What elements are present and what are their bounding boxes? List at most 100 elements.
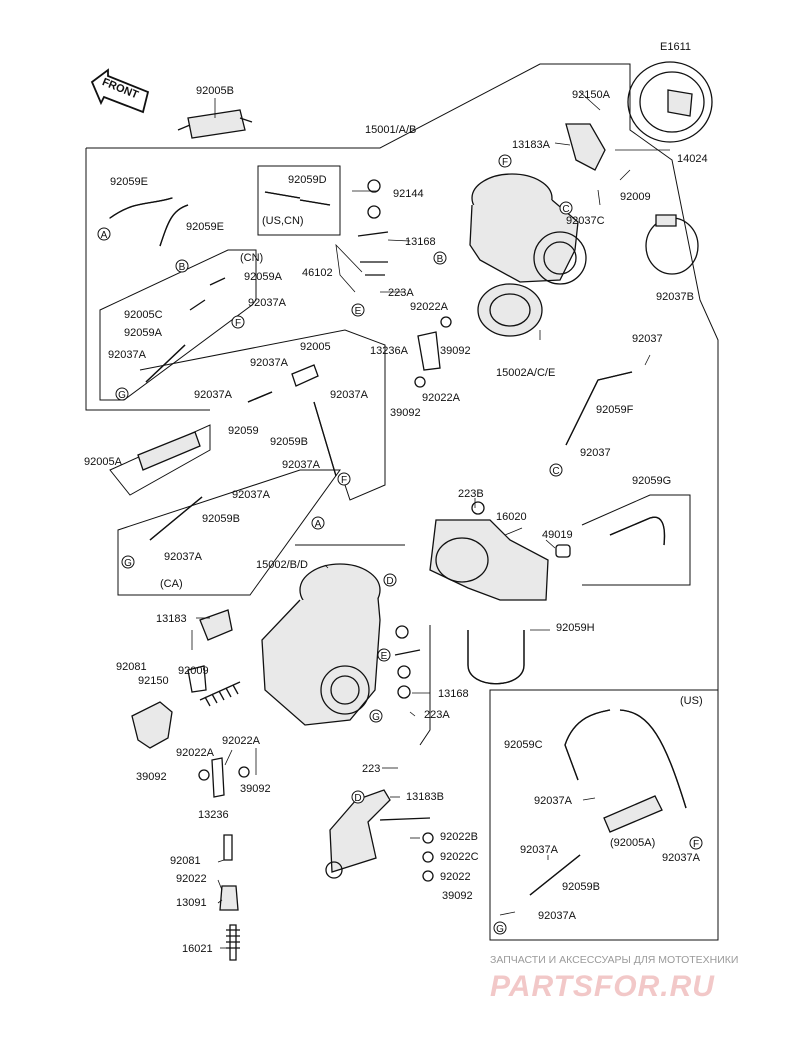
part-label: 92005A bbox=[84, 456, 123, 468]
part-label: 15002/B/D bbox=[256, 559, 308, 571]
callout-circle: A bbox=[311, 516, 325, 530]
part-label: 223 bbox=[362, 763, 380, 775]
part-label: (US) bbox=[680, 695, 703, 707]
part-label: 92037A bbox=[520, 844, 559, 856]
part-label: 92022A bbox=[422, 392, 461, 404]
part-label: 92059B bbox=[202, 513, 240, 525]
callout-circle: F bbox=[337, 472, 351, 486]
part-label: (92005A) bbox=[610, 837, 655, 849]
part-label: 13236 bbox=[198, 809, 229, 821]
part-label: 92005B bbox=[196, 85, 234, 97]
part-label: 92150A bbox=[572, 89, 611, 101]
part-label: 92022 bbox=[176, 873, 207, 885]
part-label: 39092 bbox=[136, 771, 167, 783]
svg-text:F: F bbox=[341, 475, 347, 486]
part-illustrations bbox=[109, 61, 713, 961]
part-label: 92022C bbox=[440, 851, 479, 863]
part-label: 92059B bbox=[562, 881, 600, 893]
svg-text:F: F bbox=[235, 318, 241, 329]
svg-text:A: A bbox=[315, 519, 322, 530]
part-label: 223A bbox=[388, 287, 414, 299]
part-label: 92022B bbox=[440, 831, 478, 843]
part-label: 13183B bbox=[406, 791, 444, 803]
part-label: 92059A bbox=[244, 271, 283, 283]
part-label: 92005C bbox=[124, 309, 163, 321]
callout-circle: G bbox=[493, 921, 507, 935]
svg-text:E: E bbox=[381, 651, 388, 662]
callout-circle: A bbox=[97, 227, 111, 241]
part-label: 92081 bbox=[170, 855, 201, 867]
svg-text:G: G bbox=[372, 712, 380, 723]
part-label: 92037A bbox=[108, 349, 147, 361]
part-label: 39092 bbox=[440, 345, 471, 357]
part-label: 13091 bbox=[176, 897, 207, 909]
front-arrow-icon: FRONT bbox=[90, 68, 150, 114]
svg-text:F: F bbox=[693, 839, 699, 850]
svg-text:F: F bbox=[502, 157, 508, 168]
part-label: 92005 bbox=[300, 341, 331, 353]
part-label: 92022 bbox=[440, 871, 471, 883]
svg-text:G: G bbox=[496, 924, 504, 935]
group-frames bbox=[85, 63, 719, 941]
part-label: 39092 bbox=[442, 890, 473, 902]
part-label: 92037A bbox=[538, 910, 577, 922]
part-label: 223B bbox=[458, 488, 484, 500]
callout-circle: D bbox=[351, 790, 365, 804]
callout-circle: B bbox=[433, 251, 447, 265]
part-label: 92059H bbox=[556, 622, 595, 634]
svg-text:C: C bbox=[562, 204, 569, 215]
part-label: 13183A bbox=[512, 139, 551, 151]
svg-text:A: A bbox=[101, 230, 108, 241]
part-label: 92059D bbox=[288, 174, 327, 186]
part-label: 92022A bbox=[410, 301, 449, 313]
callout-circle: E bbox=[351, 303, 365, 317]
svg-text:G: G bbox=[118, 390, 126, 401]
part-label: 15002A/C/E bbox=[496, 367, 555, 379]
part-label: 92059C bbox=[504, 739, 543, 751]
part-label: (CA) bbox=[160, 578, 183, 590]
part-label: 92150 bbox=[138, 675, 169, 687]
part-label: 15001/A/B bbox=[365, 124, 416, 136]
callout-circles: A B F C B E F G C F G A D E G D F G bbox=[97, 154, 703, 935]
svg-text:C: C bbox=[552, 466, 559, 477]
part-label: 92037B bbox=[656, 291, 694, 303]
part-label: 92037A bbox=[662, 852, 701, 864]
callout-circle: B bbox=[175, 259, 189, 273]
watermark-caption: ЗАПЧАСТИ И АКСЕССУАРЫ ДЛЯ МОТОТЕХНИКИ bbox=[490, 954, 738, 966]
part-label: 39092 bbox=[240, 783, 271, 795]
callout-circle: G bbox=[121, 555, 135, 569]
part-label: 92037A bbox=[232, 489, 271, 501]
part-label: 92081 bbox=[116, 661, 147, 673]
callout-circle: F bbox=[689, 836, 703, 850]
part-label: 92037A bbox=[330, 389, 369, 401]
callout-circle: C bbox=[559, 201, 573, 215]
part-label: 92037A bbox=[534, 795, 573, 807]
part-label: 223A bbox=[424, 709, 450, 721]
svg-text:D: D bbox=[386, 576, 393, 587]
svg-text:E: E bbox=[355, 306, 362, 317]
part-label: 39092 bbox=[390, 407, 421, 419]
part-label: 92059 bbox=[228, 425, 259, 437]
part-label: 13183 bbox=[156, 613, 187, 625]
svg-text:B: B bbox=[437, 254, 444, 265]
part-label: 92059A bbox=[124, 327, 163, 339]
part-label: 92144 bbox=[393, 188, 424, 200]
svg-text:G: G bbox=[124, 558, 132, 569]
svg-text:B: B bbox=[179, 262, 186, 273]
part-labels: 92005B 15001/A/B 92150A 13183A 14024 920… bbox=[84, 85, 708, 955]
part-label: 92037A bbox=[250, 357, 289, 369]
part-label: 13236A bbox=[370, 345, 409, 357]
part-label: 92037C bbox=[566, 215, 605, 227]
part-label: 13168 bbox=[438, 688, 469, 700]
part-label: 92022A bbox=[222, 735, 261, 747]
part-label: 13168 bbox=[405, 236, 436, 248]
part-label: 16021 bbox=[182, 943, 213, 955]
part-label: 92037 bbox=[632, 333, 663, 345]
part-label: 92059G bbox=[632, 475, 671, 487]
callout-circle: F bbox=[498, 154, 512, 168]
part-label: (US,CN) bbox=[262, 215, 304, 227]
part-label: 92037 bbox=[580, 447, 611, 459]
part-label: 92037A bbox=[194, 389, 233, 401]
callout-circle: G bbox=[115, 387, 129, 401]
